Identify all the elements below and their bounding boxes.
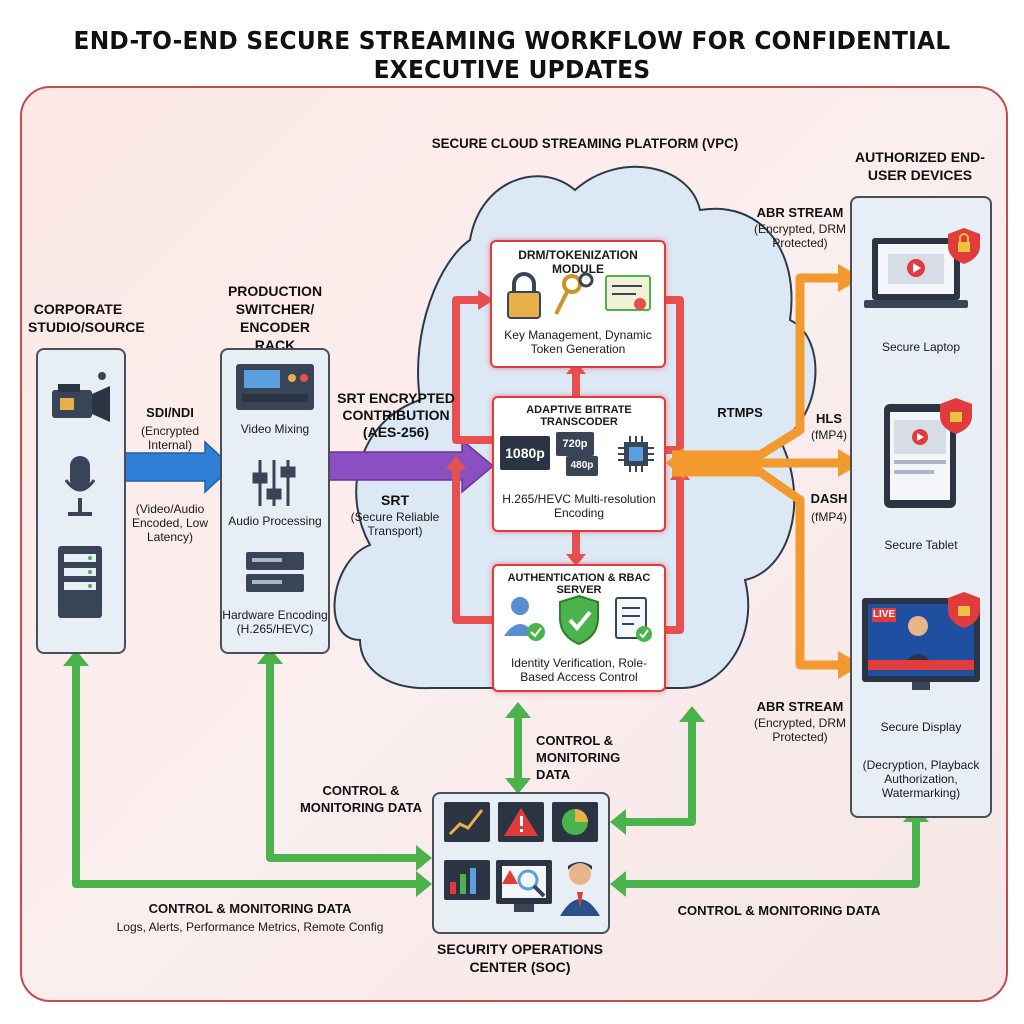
auth-desc: Identity Verification, Role-Based Access… bbox=[510, 656, 648, 684]
page-title: END-TO-END SECURE STREAMING WORKFLOW FOR… bbox=[73, 26, 951, 84]
alert-monitor-icon bbox=[498, 802, 544, 842]
keys-icon bbox=[554, 272, 594, 315]
srt-desc: (Secure Reliable Transport) bbox=[350, 510, 440, 538]
shield-check-icon bbox=[559, 594, 599, 646]
control-cloud-label: CONTROL & MONITORING DATA bbox=[536, 733, 621, 782]
lock-icon-laptop bbox=[948, 228, 980, 264]
abr-top-desc: (Encrypted, DRM Protected) bbox=[753, 222, 847, 250]
abr-bottom-desc: (Encrypted, DRM Protected) bbox=[753, 716, 847, 744]
dash-title: DASH bbox=[810, 491, 848, 506]
srt-label: SRT bbox=[381, 492, 409, 508]
sdi-ndi-sub: (Encrypted Internal) bbox=[140, 424, 200, 452]
search-monitor-icon bbox=[496, 860, 552, 912]
control-bottom-right: CONTROL & MONITORING DATA bbox=[677, 903, 881, 918]
operator-avatar-icon bbox=[560, 862, 600, 916]
srt-arrow bbox=[325, 438, 495, 494]
sdi-ndi-desc: (Video/Audio Encoded, Low Latency) bbox=[131, 502, 209, 544]
cloud-title: SECURE CLOUD STREAMING PLATFORM (VPC) bbox=[431, 135, 739, 151]
drm-module: DRM/TOKENIZATION MODULE Key Management, … bbox=[490, 240, 666, 368]
drm-desc: Key Management, Dynamic Token Generation bbox=[504, 328, 652, 356]
hardware-encoding-label: Hardware Encoding (H.265/HEVC) bbox=[222, 608, 328, 636]
abr-bottom-title: ABR STREAM bbox=[756, 699, 844, 714]
dash-sub: (fMP4) bbox=[811, 510, 847, 524]
live-badge: LIVE bbox=[872, 608, 896, 622]
server-icon bbox=[58, 546, 102, 618]
microphone-icon bbox=[64, 456, 96, 516]
certificate-icon bbox=[605, 275, 651, 311]
drm-icons bbox=[507, 272, 651, 319]
trend-chart-icon bbox=[444, 802, 490, 842]
soc-icons bbox=[444, 802, 600, 916]
checklist-icon bbox=[615, 597, 652, 642]
auth-icons bbox=[504, 594, 652, 646]
lock-icon-tablet bbox=[940, 398, 972, 434]
srt-title: SRT ENCRYPTED CONTRIBUTION (AES-256) bbox=[337, 390, 455, 440]
video-mixer-icon bbox=[236, 364, 314, 410]
res-1080p: 1080p bbox=[500, 436, 550, 470]
camera-icon bbox=[52, 372, 110, 422]
switcher-icons bbox=[236, 364, 314, 592]
soc-title: SECURITY OPERATIONS CENTER (SOC) bbox=[437, 941, 603, 975]
audio-processing-label: Audio Processing bbox=[228, 514, 322, 528]
video-mixing-label: Video Mixing bbox=[240, 422, 310, 436]
audio-sliders-icon bbox=[252, 460, 296, 506]
devices-title: AUTHORIZED END-USER DEVICES bbox=[855, 149, 985, 183]
sdi-ndi-title: SDI/NDI bbox=[146, 405, 194, 420]
lock-icon-display bbox=[948, 592, 980, 628]
auth-module: AUTHENTICATION & RBAC SERVER Identity Ve… bbox=[492, 564, 666, 692]
source-icons bbox=[52, 372, 110, 618]
rtmps-label: RTMPS bbox=[717, 405, 763, 420]
control-switcher-label: CONTROL & MONITORING DATA bbox=[299, 783, 423, 815]
sdi-ndi-arrow bbox=[123, 440, 234, 494]
bar-chart-monitor-icon bbox=[444, 860, 490, 900]
soc-panel bbox=[432, 792, 610, 934]
drm-title: DRM/TOKENIZATION MODULE bbox=[518, 248, 638, 276]
transcoder-desc: H.265/HEVC Multi-resolution Encoding bbox=[502, 492, 656, 520]
hardware-encoder-icon bbox=[246, 552, 304, 592]
laptop-label: Secure Laptop bbox=[881, 340, 961, 354]
green-control-arrows bbox=[72, 660, 920, 888]
tablet-label: Secure Tablet bbox=[884, 538, 958, 552]
switcher-title: PRODUCTION SWITCHER/ ENCODER RACK bbox=[227, 283, 323, 353]
display-label: Secure Display bbox=[880, 720, 962, 734]
res-720p: 720p bbox=[556, 432, 594, 456]
control-bottom-left-desc: Logs, Alerts, Performance Metrics, Remot… bbox=[116, 920, 384, 934]
source-panel bbox=[36, 348, 126, 654]
res-480p: 480p bbox=[566, 456, 598, 476]
padlock-icon bbox=[507, 272, 541, 319]
source-title: CORPORATE STUDIO/SOURCE bbox=[28, 301, 145, 335]
devices-footer: (Decryption, Playback Authorization, Wat… bbox=[862, 758, 980, 800]
chip-icon bbox=[618, 436, 654, 472]
hls-sub: (fMP4) bbox=[811, 428, 847, 442]
transcoder-module: ADAPTIVE BITRATE TRANSCODER 1080p 720p 4… bbox=[492, 396, 666, 532]
pie-chart-icon bbox=[552, 802, 598, 842]
user-check-icon bbox=[504, 597, 545, 641]
switcher-panel: Video Mixing Audio Processing Hardware E… bbox=[220, 348, 330, 654]
hls-title: HLS bbox=[816, 411, 842, 426]
abr-top-title: ABR STREAM bbox=[756, 205, 844, 220]
transcoder-title: ADAPTIVE BITRATE TRANSCODER bbox=[526, 404, 632, 428]
tablet-icon bbox=[884, 404, 956, 508]
orange-output-arrows bbox=[672, 273, 840, 670]
auth-title: AUTHENTICATION & RBAC SERVER bbox=[507, 572, 651, 596]
laptop-icon bbox=[864, 238, 968, 308]
control-bottom-left-title: CONTROL & MONITORING DATA bbox=[148, 901, 352, 916]
device-icons bbox=[862, 228, 980, 690]
devices-panel: LIVE Secure Laptop Secure Tablet Secure … bbox=[850, 196, 992, 818]
